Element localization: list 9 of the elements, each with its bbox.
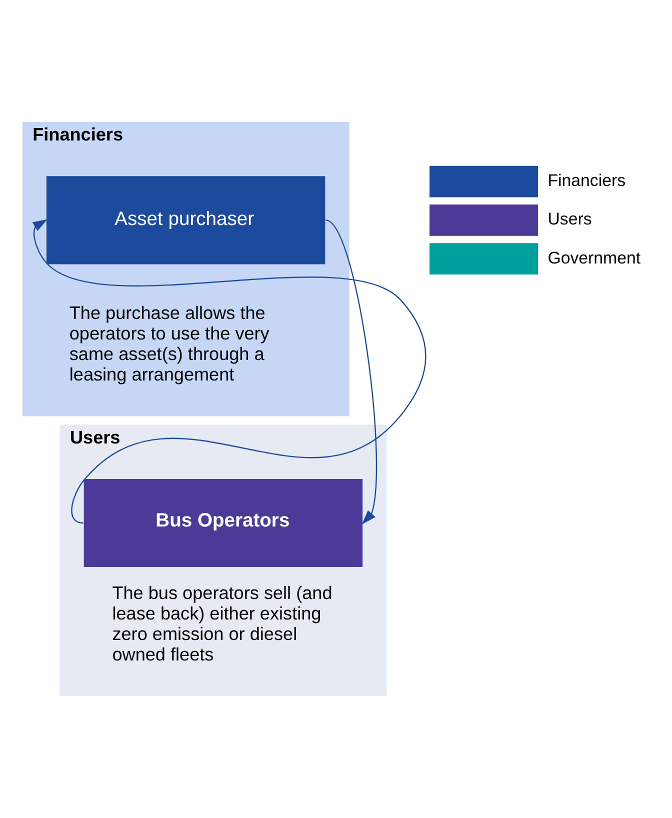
arrow xyxy=(325,220,377,524)
node-box: Asset purchaser xyxy=(46,176,326,264)
legend-label: Users xyxy=(548,210,592,229)
node-box: Bus Operators xyxy=(84,478,363,568)
node-label: The bus operators sell (and lease back) either existing zero emission or diesel owned fleets xyxy=(112,583,332,665)
node-label: The purchase allows the operators to use the very same asset(s) through a leasing arrangement xyxy=(69,303,270,385)
legend-label: Financiers xyxy=(548,171,626,190)
arrow xyxy=(32,219,426,524)
legend-label: Government xyxy=(548,248,641,268)
